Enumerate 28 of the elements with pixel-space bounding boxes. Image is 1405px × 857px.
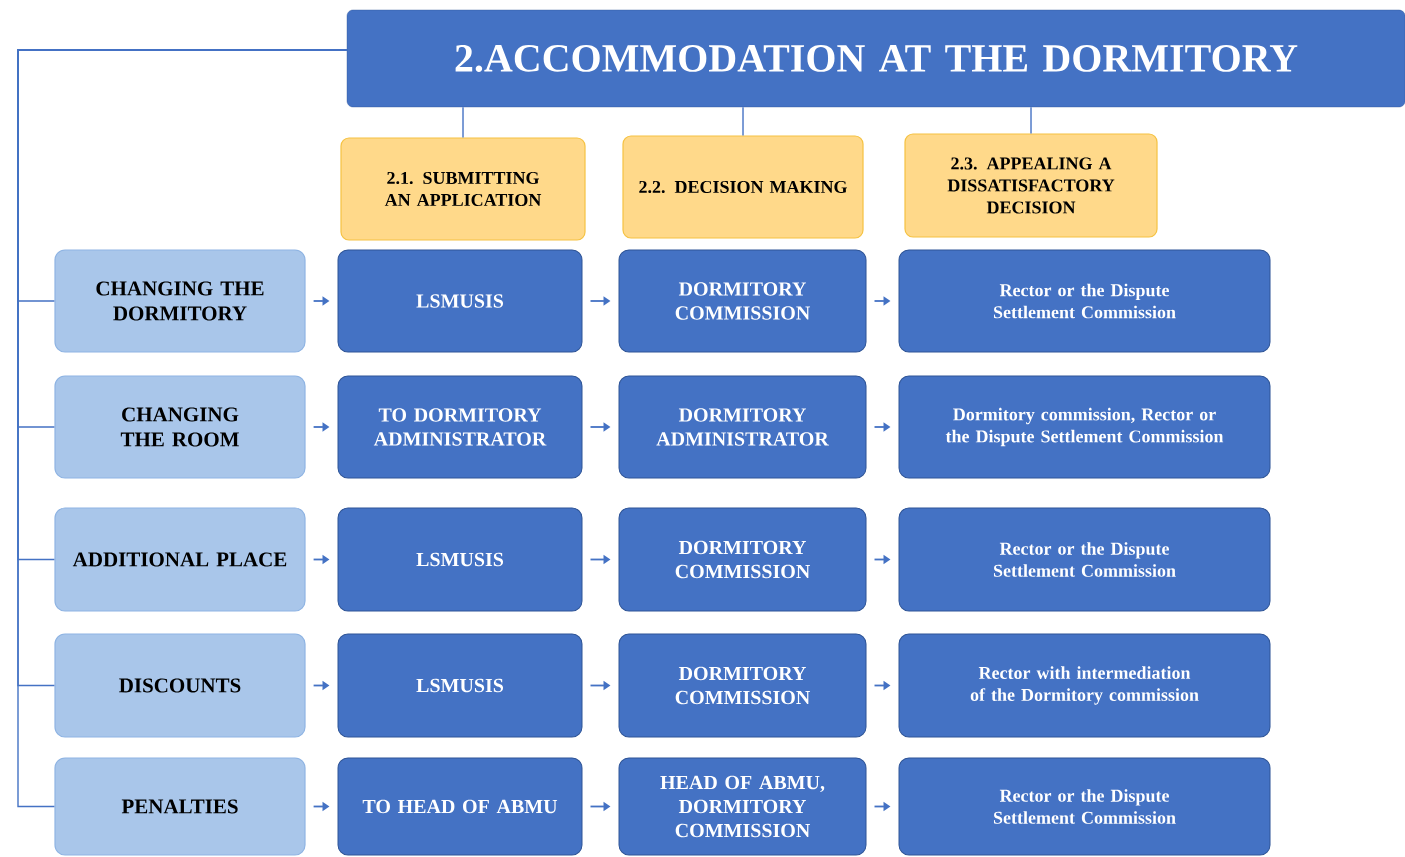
- process-box: Rector or the Dispute Settlement Commission: [898, 249, 1271, 353]
- connector-line: [17, 49, 348, 808]
- process-box: HEAD OF ABMU, DORMITORY COMMISSION: [618, 757, 867, 856]
- process-box: DORMITORY COMMISSION: [618, 633, 867, 738]
- process-box: TO HEAD OF ABMU: [337, 757, 583, 856]
- process-box: DORMITORY ADMINISTRATOR: [618, 375, 867, 479]
- category-box: CHANGING THE ROOM: [54, 375, 306, 479]
- category-box: DISCOUNTS: [54, 633, 306, 738]
- connector-line: [1030, 106, 1032, 135]
- connector-line: [462, 106, 464, 139]
- process-box: LSMUSIS: [337, 507, 583, 612]
- process-box: Rector or the Dispute Settlement Commission: [898, 757, 1271, 856]
- category-box: ADDITIONAL PLACE: [54, 507, 306, 612]
- process-box: TO DORMITORY ADMINISTRATOR: [337, 375, 583, 479]
- category-box: PENALTIES: [54, 757, 306, 856]
- process-box: Rector or the Dispute Settlement Commission: [898, 507, 1271, 612]
- category-box: CHANGING THE DORMITORY: [54, 249, 306, 353]
- process-box: LSMUSIS: [337, 633, 583, 738]
- title-banner: 2.ACCOMMODATION AT THE DORMITORY: [346, 9, 1405, 108]
- connector-line: [742, 106, 744, 137]
- column-header-box: 2.3. APPEALING A DISSATISFACTORY DECISION: [904, 133, 1158, 238]
- process-box: Rector with intermediation of the Dormitory commission: [898, 633, 1271, 738]
- process-box: LSMUSIS: [337, 249, 583, 353]
- column-header-box: 2.1. SUBMITTING AN APPLICATION: [340, 137, 586, 241]
- process-box: DORMITORY COMMISSION: [618, 249, 867, 353]
- column-header-box: 2.2. DECISION MAKING: [622, 135, 864, 239]
- process-box: DORMITORY COMMISSION: [618, 507, 867, 612]
- process-box: Dormitory commission, Rector or the Dispute Settlement Commission: [898, 375, 1271, 479]
